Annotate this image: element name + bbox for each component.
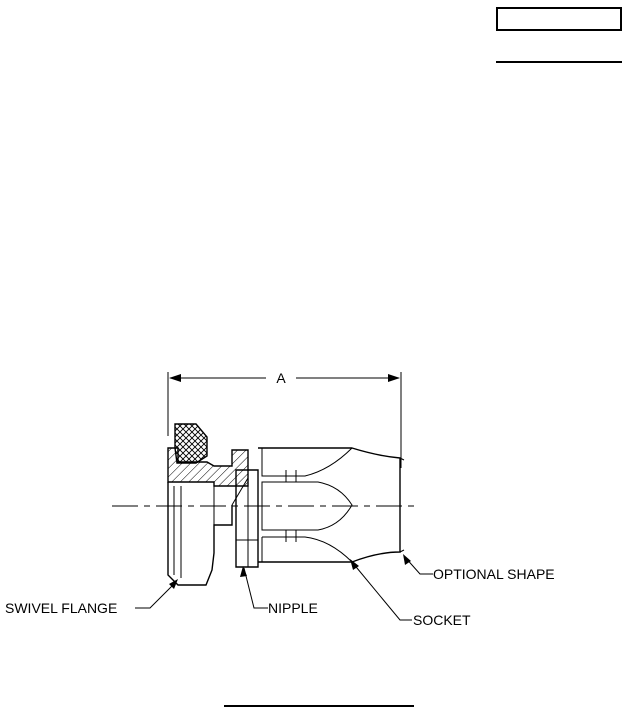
dimension-a-label: A	[276, 370, 286, 386]
footer-rule	[224, 705, 414, 707]
swivel-flange	[167, 423, 249, 586]
callout-swivel-flange: SWIVEL FLANGE	[5, 600, 117, 616]
callout-optional-shape: OPTIONAL SHAPE	[433, 566, 555, 582]
leaders	[135, 554, 433, 621]
callout-nipple: NIPPLE	[268, 600, 318, 616]
dimension-a: A	[167, 370, 402, 468]
header-box	[496, 7, 622, 31]
socket	[258, 447, 405, 563]
header-rule	[496, 61, 622, 63]
nipple	[231, 469, 259, 568]
callout-socket: SOCKET	[413, 612, 471, 628]
